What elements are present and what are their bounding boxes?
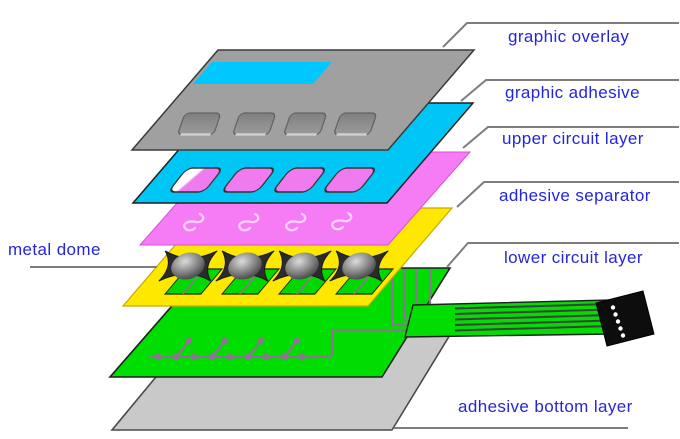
- leader-graphic-overlay: [442, 22, 679, 48]
- metal-domes: [158, 250, 389, 282]
- layer-graphic-overlay: [130, 49, 476, 151]
- label-adhesive-bottom-layer: adhesive bottom layer: [458, 397, 633, 416]
- label-lower-circuit-layer: lower circuit layer: [504, 248, 643, 267]
- label-adhesive-separator: adhesive separator: [499, 186, 651, 205]
- metal-dome-icon: [272, 250, 332, 282]
- label-metal-dome: metal dome: [8, 240, 101, 259]
- overlay-key: [178, 112, 377, 136]
- overlay-display-window: [192, 62, 332, 84]
- label-graphic-overlay: graphic overlay: [508, 27, 630, 46]
- label-upper-circuit-layer: upper circuit layer: [502, 129, 644, 148]
- label-graphic-adhesive: graphic adhesive: [505, 83, 640, 102]
- tail-connector: [595, 290, 655, 347]
- connector-pins: [610, 305, 626, 338]
- metal-dome-icon: [158, 250, 218, 282]
- trace-pads: [154, 337, 306, 361]
- leader-lines: [30, 22, 679, 429]
- leader-adhesive-separator: [456, 181, 679, 208]
- leader-lower-circuit-layer: [446, 242, 679, 268]
- upper-circuit-contacts: [183, 211, 353, 232]
- leader-graphic-adhesive: [460, 79, 679, 102]
- metal-dome-icon: [329, 250, 389, 282]
- leader-upper-circuit-layer: [462, 126, 679, 149]
- flex-tail: [404, 299, 612, 338]
- metal-dome-icon: [215, 250, 275, 282]
- adhesive-cutout: [170, 167, 375, 193]
